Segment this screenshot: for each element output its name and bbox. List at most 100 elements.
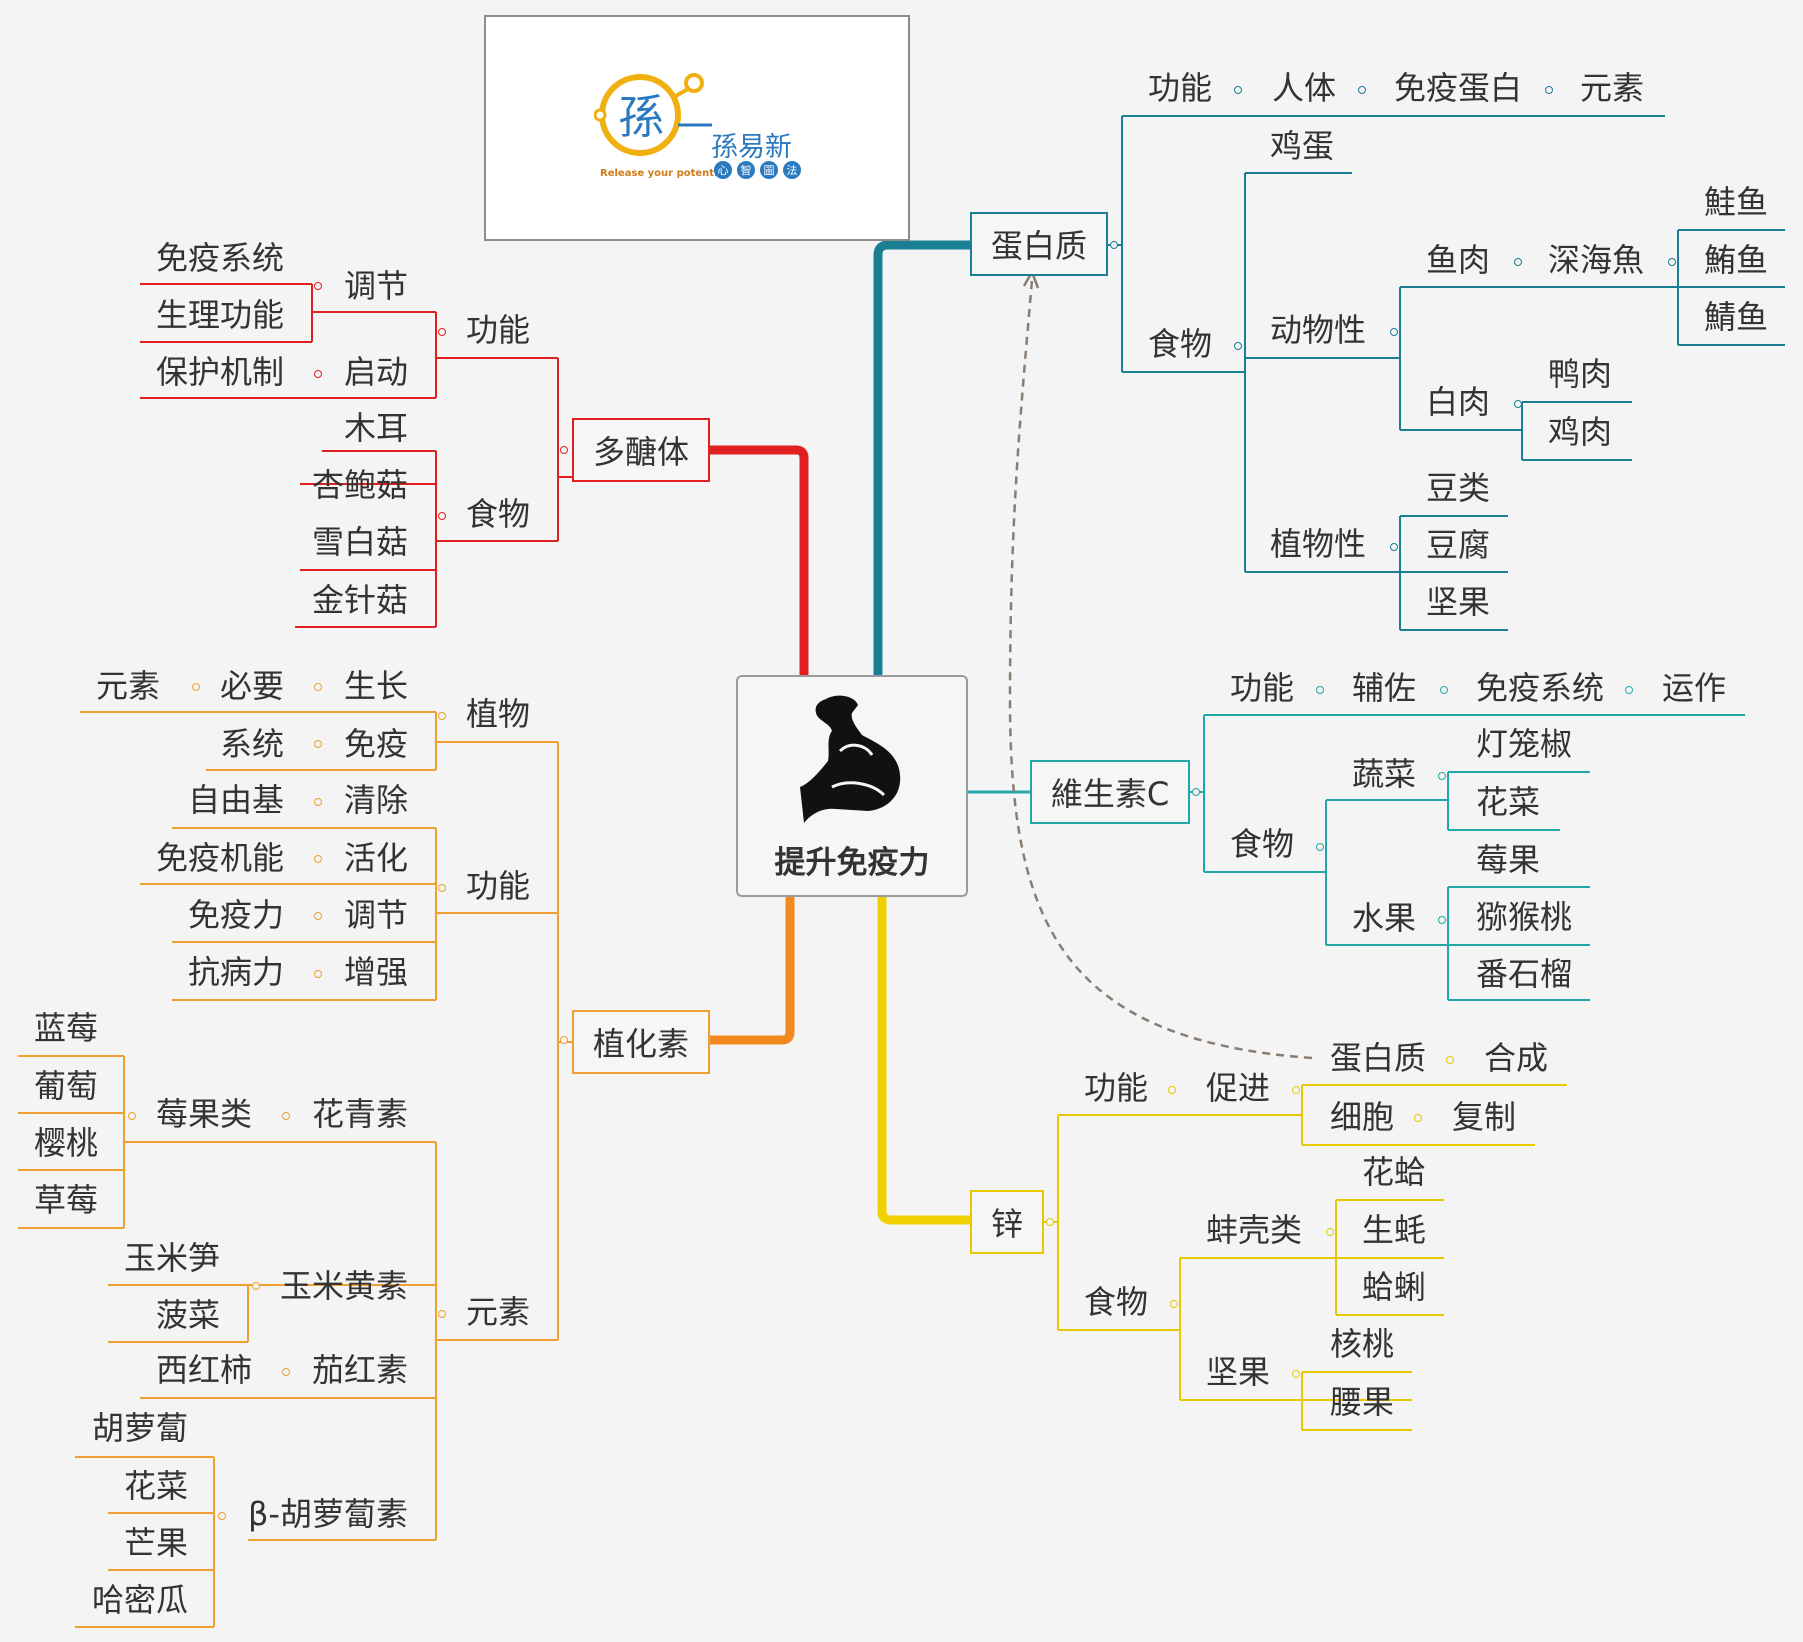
collapse-toggle[interactable]	[1234, 342, 1242, 350]
node-label[interactable]: 草莓	[34, 1181, 99, 1219]
collapse-toggle[interactable]	[218, 1512, 226, 1520]
node-label[interactable]: 必要	[220, 667, 285, 705]
collapse-toggle[interactable]	[192, 683, 200, 691]
node-label[interactable]: 食物	[1148, 325, 1213, 363]
node-label[interactable]: 玉米笋	[124, 1239, 221, 1277]
node-label[interactable]: 西红柿	[156, 1351, 253, 1389]
topic-vitamin-c[interactable]: 維生素C	[1030, 760, 1190, 824]
node-label[interactable]: 蓝莓	[34, 1009, 99, 1047]
collapse-toggle[interactable]	[1390, 328, 1398, 336]
collapse-toggle[interactable]	[282, 1112, 290, 1120]
node-label[interactable]: 系统	[220, 725, 285, 763]
collapse-toggle[interactable]	[314, 370, 322, 378]
node-label[interactable]: 核桃	[1330, 1325, 1395, 1363]
collapse-toggle[interactable]	[314, 740, 322, 748]
node-label[interactable]: 免疫系统	[1476, 669, 1605, 707]
collapse-toggle[interactable]	[1358, 86, 1366, 94]
node-label[interactable]: 鸭肉	[1548, 355, 1613, 393]
node-label[interactable]: 功能	[466, 311, 531, 349]
topic-zinc[interactable]: 锌	[970, 1190, 1044, 1254]
collapse-toggle[interactable]	[560, 446, 568, 454]
node-label[interactable]: 鮪鱼	[1704, 241, 1769, 279]
node-label[interactable]: 功能	[1148, 69, 1213, 107]
node-label[interactable]: 樱桃	[34, 1124, 99, 1162]
node-label[interactable]: 调节	[344, 267, 409, 305]
node-label[interactable]: 植物	[466, 695, 531, 733]
node-label[interactable]: 元素	[466, 1293, 531, 1331]
node-label[interactable]: 合成	[1484, 1039, 1549, 1077]
node-label[interactable]: 运作	[1662, 669, 1727, 707]
node-label[interactable]: 杏鲍菇	[312, 466, 409, 504]
collapse-toggle[interactable]	[438, 1310, 446, 1318]
node-label[interactable]: 鱼肉	[1426, 241, 1491, 279]
collapse-toggle[interactable]	[438, 884, 446, 892]
node-label[interactable]: 芒果	[124, 1524, 189, 1562]
node-label[interactable]: 增强	[344, 953, 409, 991]
topic-polysaccharide[interactable]: 多醣体	[572, 418, 710, 482]
node-label[interactable]: 免疫系统	[156, 239, 285, 277]
node-label[interactable]: 蚌壳类	[1206, 1211, 1303, 1249]
collapse-toggle[interactable]	[1414, 1114, 1422, 1122]
collapse-toggle[interactable]	[1192, 788, 1200, 796]
collapse-toggle[interactable]	[1316, 843, 1324, 851]
collapse-toggle[interactable]	[314, 798, 322, 806]
collapse-toggle[interactable]	[1170, 1300, 1178, 1308]
node-label[interactable]: 人体	[1272, 69, 1337, 107]
node-label[interactable]: 蛤蜊	[1362, 1268, 1427, 1306]
node-label[interactable]: 哈密瓜	[92, 1581, 189, 1619]
node-label[interactable]: 免疫力	[188, 896, 285, 934]
node-label[interactable]: 蔬菜	[1352, 755, 1417, 793]
node-label[interactable]: 生理功能	[156, 296, 285, 334]
node-label[interactable]: 食物	[1084, 1283, 1149, 1321]
node-label[interactable]: 生蚝	[1362, 1211, 1427, 1249]
node-label[interactable]: 生长	[344, 667, 409, 705]
collapse-toggle[interactable]	[1316, 686, 1324, 694]
node-label[interactable]: 胡萝蔔	[92, 1409, 189, 1447]
node-label[interactable]: 猕猴桃	[1476, 898, 1573, 936]
node-label[interactable]: 食物	[1230, 825, 1295, 863]
collapse-toggle[interactable]	[438, 712, 446, 720]
node-label[interactable]: 木耳	[344, 409, 409, 447]
collapse-toggle[interactable]	[314, 282, 322, 290]
node-label[interactable]: 花青素	[312, 1095, 409, 1133]
node-label[interactable]: 功能	[1084, 1069, 1149, 1107]
node-label[interactable]: 金针菇	[312, 581, 409, 619]
collapse-toggle[interactable]	[1514, 258, 1522, 266]
collapse-toggle[interactable]	[1168, 1086, 1176, 1094]
node-label[interactable]: 雪白菇	[312, 523, 409, 561]
node-label[interactable]: 功能	[466, 867, 531, 905]
collapse-toggle[interactable]	[1234, 86, 1242, 94]
collapse-toggle[interactable]	[1514, 400, 1522, 408]
node-label[interactable]: 坚果	[1206, 1353, 1271, 1391]
node-label[interactable]: 花菜	[1476, 783, 1541, 821]
collapse-toggle[interactable]	[1292, 1086, 1300, 1094]
node-label[interactable]: 玉米黄素	[280, 1267, 409, 1305]
node-label[interactable]: 豆类	[1426, 469, 1491, 507]
node-label[interactable]: 自由基	[188, 781, 285, 819]
collapse-toggle[interactable]	[314, 912, 322, 920]
collapse-toggle[interactable]	[438, 328, 446, 336]
node-label[interactable]: 活化	[344, 839, 409, 877]
node-label[interactable]: 功能	[1230, 669, 1295, 707]
collapse-toggle[interactable]	[560, 1036, 568, 1044]
node-label[interactable]: 坚果	[1426, 583, 1491, 621]
node-label[interactable]: 食物	[466, 495, 531, 533]
collapse-toggle[interactable]	[438, 512, 446, 520]
node-label[interactable]: 鸡肉	[1548, 413, 1613, 451]
collapse-toggle[interactable]	[252, 1282, 260, 1290]
node-label[interactable]: 植物性	[1270, 525, 1367, 563]
node-label[interactable]: 动物性	[1270, 311, 1367, 349]
node-label[interactable]: 鸡蛋	[1270, 127, 1335, 165]
node-label[interactable]: 深海魚	[1548, 241, 1645, 279]
collapse-toggle[interactable]	[1326, 1228, 1334, 1236]
node-label[interactable]: 菠菜	[156, 1296, 221, 1334]
node-label[interactable]: 促进	[1206, 1069, 1271, 1107]
node-label[interactable]: 鯖鱼	[1704, 298, 1769, 336]
node-label[interactable]: 免疫机能	[156, 839, 285, 877]
collapse-toggle[interactable]	[282, 1368, 290, 1376]
node-label[interactable]: 白肉	[1426, 383, 1491, 421]
node-label[interactable]: 保护机制	[156, 353, 285, 391]
node-label[interactable]: 元素	[1580, 69, 1645, 107]
node-label[interactable]: 元素	[96, 667, 161, 705]
node-label[interactable]: 抗病力	[188, 953, 285, 991]
